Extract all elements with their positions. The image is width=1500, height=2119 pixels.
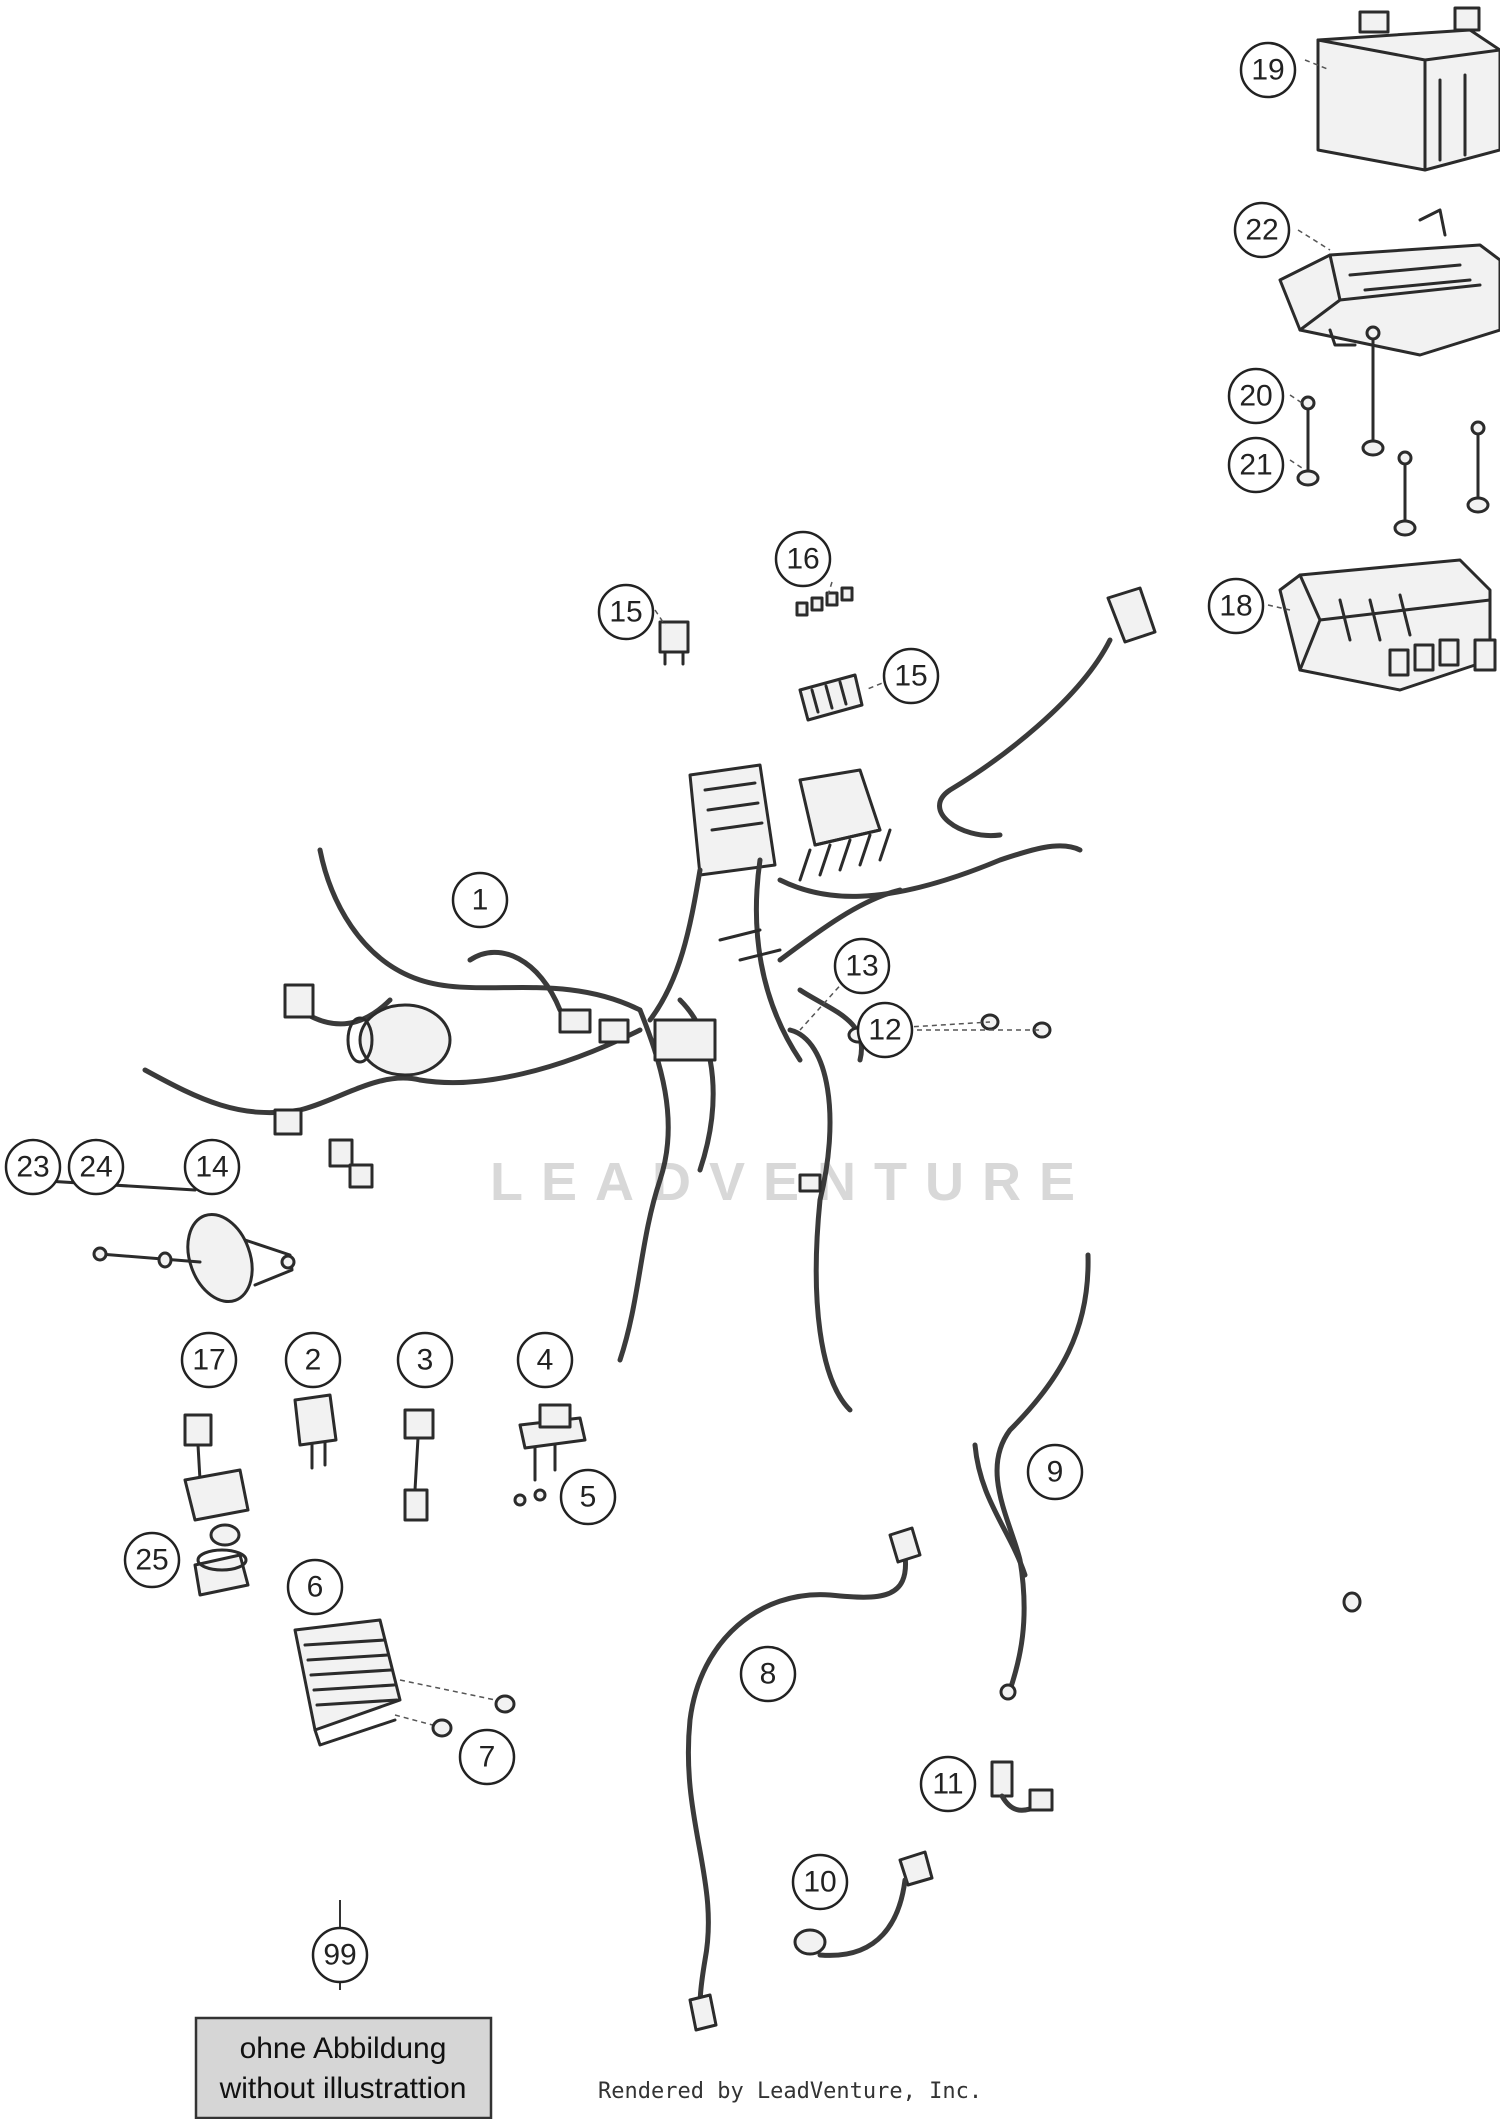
callout-3: 3 — [396, 1331, 454, 1389]
main-wiring-harness — [142, 586, 1157, 1413]
battery-part — [1316, 6, 1500, 172]
watermark: LEADVENTURE — [490, 1152, 1093, 1212]
svg-text:99: 99 — [323, 1939, 356, 1972]
callout-6: 6 — [286, 1558, 344, 1616]
connector-3-part — [403, 1408, 435, 1522]
svg-text:10: 10 — [803, 1866, 836, 1899]
voltage-regulator-part — [293, 1618, 516, 1747]
callout-20: 20 — [1227, 367, 1285, 425]
screws-part — [1296, 325, 1490, 537]
callout-19: 19 — [1239, 41, 1297, 99]
starter-relay-part — [183, 1413, 250, 1597]
svg-text:20: 20 — [1239, 380, 1272, 413]
svg-text:21: 21 — [1239, 449, 1272, 482]
svg-text:7: 7 — [479, 1741, 496, 1774]
relay-part — [658, 620, 690, 666]
relay-block-part — [798, 673, 864, 722]
svg-text:19: 19 — [1251, 54, 1284, 87]
relay-2-part — [293, 1393, 338, 1470]
callout-99: 99 — [311, 1926, 369, 1984]
callout-12: 12 — [856, 1001, 914, 1059]
svg-text:11: 11 — [932, 1768, 963, 1801]
cable-8-part — [685, 1526, 922, 2032]
svg-text:3: 3 — [417, 1344, 434, 1377]
render-credit: Rendered by LeadVenture, Inc. — [598, 2079, 982, 2104]
svg-text:14: 14 — [195, 1151, 228, 1184]
svg-text:2: 2 — [305, 1344, 322, 1377]
callout-14: 14 — [183, 1138, 241, 1196]
svg-text:24: 24 — [79, 1151, 112, 1184]
note-box: ohne Abbildung without illustrattion — [194, 2016, 493, 2119]
battery-tray-part — [1278, 208, 1500, 357]
svg-text:18: 18 — [1219, 590, 1252, 623]
sensor-10-part — [793, 1850, 934, 1958]
callout-11: 11 — [919, 1755, 977, 1813]
callout-2: 2 — [284, 1331, 342, 1389]
svg-text:25: 25 — [135, 1544, 168, 1577]
svg-text:22: 22 — [1245, 214, 1278, 247]
leader-lines — [339, 59, 1331, 1990]
svg-text:6: 6 — [307, 1571, 324, 1604]
callout-25: 25 — [123, 1531, 181, 1589]
callout-7: 7 — [458, 1728, 516, 1786]
callout-9: 9 — [1026, 1443, 1084, 1501]
callout-15b: 15 — [882, 647, 940, 705]
callout-21: 21 — [1227, 436, 1285, 494]
note-line-2: without illustrattion — [219, 2072, 467, 2105]
cable-9-part — [972, 1252, 1091, 1701]
svg-text:1: 1 — [472, 884, 489, 917]
note-line-1: ohne Abbildung — [240, 2032, 447, 2065]
callout-1: 1 — [451, 871, 509, 929]
callout-5: 5 — [559, 1468, 617, 1526]
svg-text:9: 9 — [1047, 1456, 1064, 1489]
svg-text:15: 15 — [609, 596, 642, 629]
callout-10: 10 — [791, 1853, 849, 1911]
svg-text:13: 13 — [845, 950, 878, 983]
callout-17: 17 — [180, 1331, 238, 1389]
callout-13: 13 — [833, 937, 891, 995]
callout-8: 8 — [739, 1645, 797, 1703]
callout-22: 22 — [1233, 201, 1291, 259]
callout-23: 23 — [4, 1138, 62, 1196]
horn-part — [20, 1172, 296, 1304]
svg-text:12: 12 — [868, 1014, 901, 1047]
svg-text:23: 23 — [16, 1151, 49, 1184]
callout-24: 24 — [67, 1138, 125, 1196]
relay-4-part — [513, 1403, 587, 1507]
fuse-box-holder-part — [1278, 558, 1497, 692]
svg-text:15: 15 — [894, 660, 927, 693]
svg-text:8: 8 — [760, 1658, 777, 1691]
callout-18: 18 — [1207, 577, 1265, 635]
callout-15a: 15 — [597, 583, 655, 641]
callout-16: 16 — [774, 530, 832, 588]
svg-text:4: 4 — [537, 1344, 554, 1377]
callout-4: 4 — [516, 1331, 574, 1389]
svg-text:5: 5 — [580, 1481, 597, 1514]
fuses-part — [795, 586, 854, 617]
svg-text:17: 17 — [192, 1344, 225, 1377]
svg-text:16: 16 — [786, 543, 819, 576]
connector-11-part — [990, 1760, 1054, 1813]
